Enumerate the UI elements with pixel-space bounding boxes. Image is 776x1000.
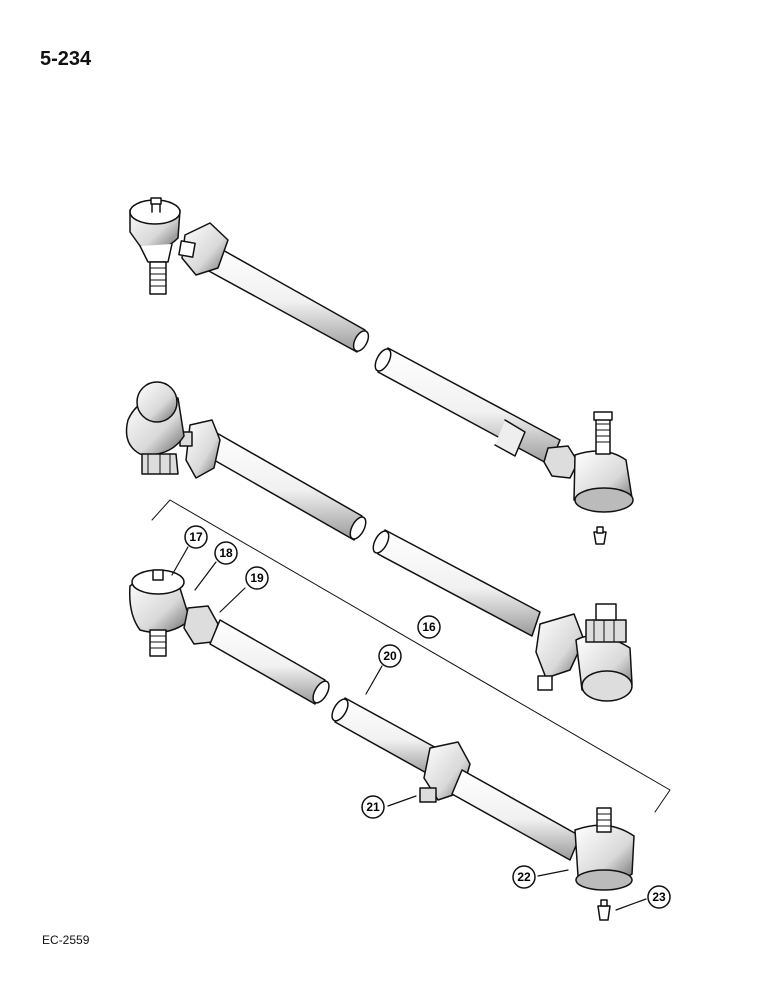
tie-rod-assembly-3 — [128, 569, 635, 921]
callouts: 16 17 18 19 20 21 22 23 — [184, 525, 671, 909]
kit-bracket — [151, 499, 671, 813]
leader-lines — [171, 546, 647, 911]
callout-19: 19 — [245, 566, 269, 590]
svg-text:19: 19 — [250, 571, 264, 585]
tie-rod-assembly-2 — [125, 381, 633, 702]
svg-text:23: 23 — [652, 890, 666, 904]
callout-20: 20 — [378, 644, 402, 668]
figure-code: EC-2559 — [42, 933, 90, 947]
callout-17: 17 — [184, 525, 208, 549]
callout-22: 22 — [512, 865, 536, 889]
callout-16: 16 — [417, 615, 441, 639]
svg-text:21: 21 — [366, 800, 380, 814]
svg-text:20: 20 — [383, 649, 397, 663]
callout-21: 21 — [361, 795, 385, 819]
tie-rod-assembly-1 — [129, 197, 634, 545]
page-number: 5-234 — [40, 48, 92, 70]
svg-text:16: 16 — [422, 620, 436, 634]
callout-23: 23 — [647, 885, 671, 909]
callout-18: 18 — [214, 541, 238, 565]
svg-text:18: 18 — [219, 546, 233, 560]
svg-text:22: 22 — [517, 870, 531, 884]
svg-text:17: 17 — [189, 530, 203, 544]
